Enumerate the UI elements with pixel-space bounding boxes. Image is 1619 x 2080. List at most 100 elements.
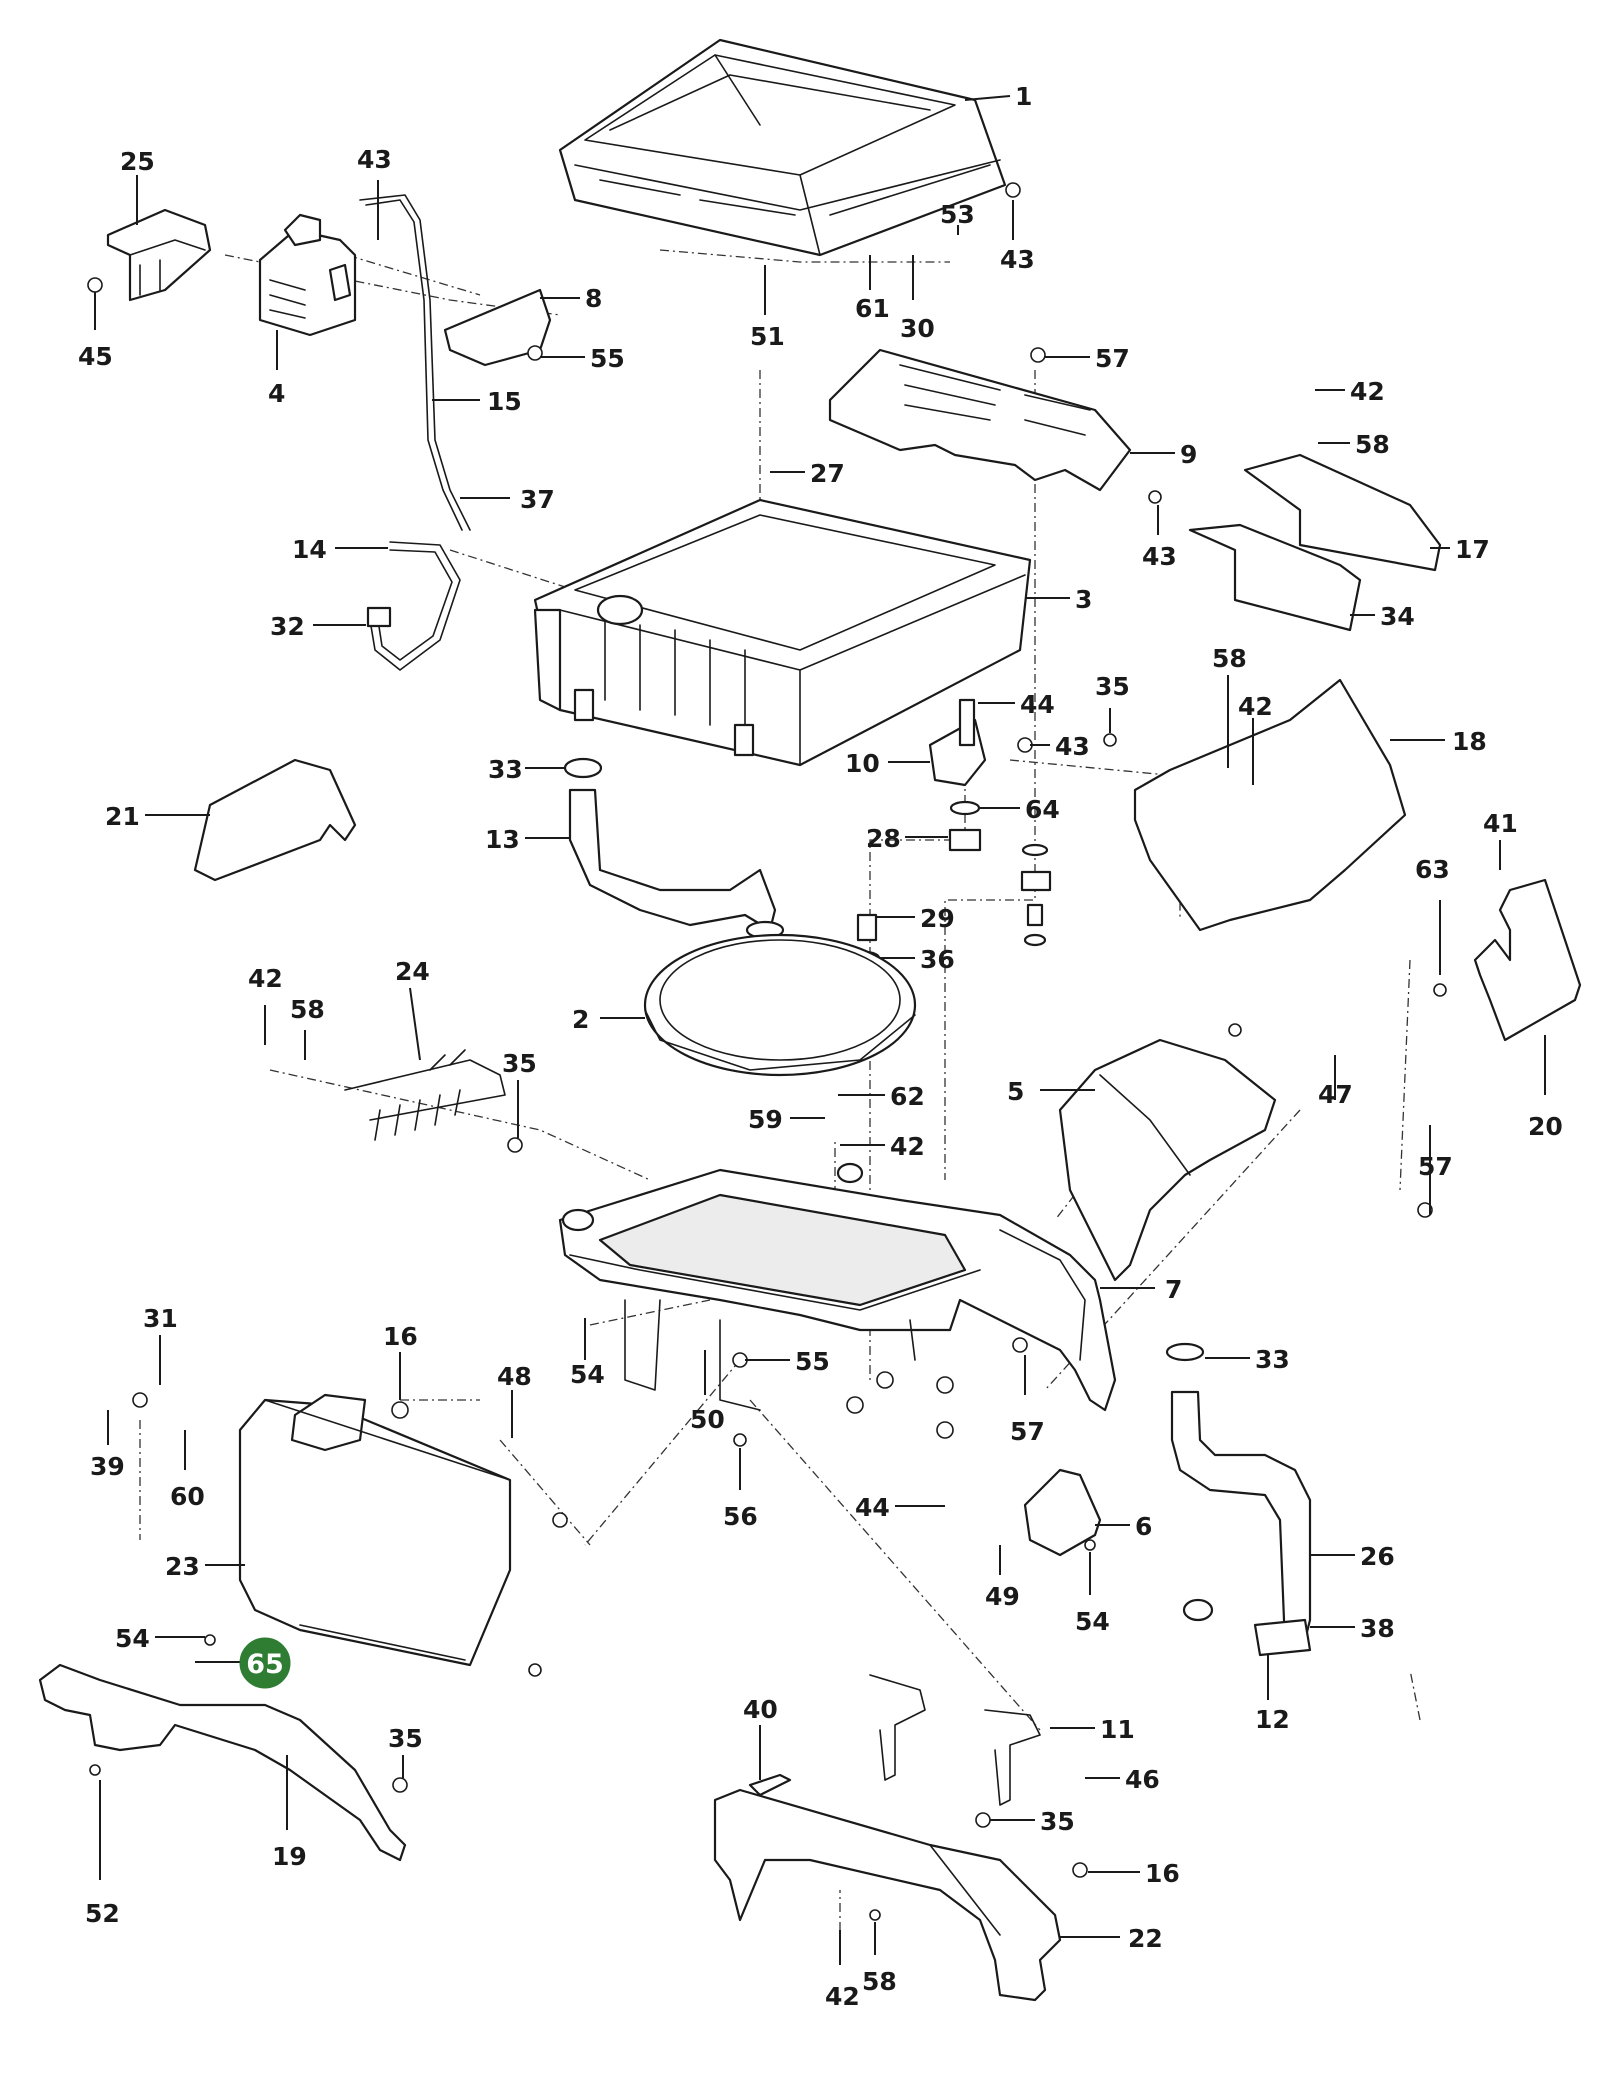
part-13-lower-hose xyxy=(563,757,785,940)
callout-29: 29 xyxy=(920,904,955,933)
part-34-shield xyxy=(1188,523,1362,632)
callout-63: 63 xyxy=(1415,855,1450,884)
part-18-side-shield xyxy=(1133,678,1407,932)
part-1-top-grille xyxy=(558,38,1007,257)
callout-33: 33 xyxy=(1255,1345,1290,1374)
callout-35: 35 xyxy=(1095,672,1130,701)
part-14-hose xyxy=(366,541,461,671)
part-11-brackets xyxy=(869,1674,1041,1806)
callout-42: 42 xyxy=(248,964,283,993)
callout-21: 21 xyxy=(105,802,140,831)
callout-64: 64 xyxy=(1025,795,1060,824)
callout-28: 28 xyxy=(866,824,901,853)
callout-18: 18 xyxy=(1452,727,1487,756)
callout-11: 11 xyxy=(1100,1715,1135,1744)
part-2-fan-ring xyxy=(643,933,917,1077)
callout-16: 16 xyxy=(383,1322,418,1351)
part-7-main-frame xyxy=(558,1162,1117,1412)
callout-9: 9 xyxy=(1180,440,1197,469)
callout-57: 57 xyxy=(1095,344,1130,373)
part-21-guard xyxy=(193,758,357,882)
part-26-upper-hose xyxy=(1165,1342,1312,1657)
callout-12: 12 xyxy=(1255,1705,1290,1734)
highlight-circle[interactable] xyxy=(239,1637,291,1689)
callout-57: 57 xyxy=(1418,1152,1453,1181)
part-callouts: 1 43 53 61 30 51 25 43 8 55 45 4 15 37 5… xyxy=(78,82,1563,2011)
callout-13: 13 xyxy=(485,825,520,854)
callout-50: 50 xyxy=(690,1405,725,1434)
part-15-hose xyxy=(359,194,471,531)
callout-8: 8 xyxy=(585,284,602,313)
callout-41: 41 xyxy=(1483,809,1518,838)
callout-30: 30 xyxy=(900,314,935,343)
callout-5: 5 xyxy=(1007,1077,1024,1106)
callout-43: 43 xyxy=(1142,542,1177,571)
callout-54: 54 xyxy=(1075,1607,1110,1636)
callout-44: 44 xyxy=(855,1493,890,1522)
callout-38: 38 xyxy=(1360,1614,1395,1643)
callout-62: 62 xyxy=(890,1082,925,1111)
callout-58: 58 xyxy=(1212,644,1247,673)
callout-4: 4 xyxy=(268,379,285,408)
callout-37: 37 xyxy=(520,485,555,514)
callout-1: 1 xyxy=(1015,82,1032,111)
callout-23: 23 xyxy=(165,1552,200,1581)
callout-56: 56 xyxy=(723,1502,758,1531)
callout-44: 44 xyxy=(1020,690,1055,719)
highlight-label[interactable]: 65 xyxy=(246,1649,284,1680)
callout-58: 58 xyxy=(862,1967,897,1996)
callout-33: 33 xyxy=(488,755,523,784)
callout-7: 7 xyxy=(1165,1275,1182,1304)
callout-36: 36 xyxy=(920,945,955,974)
part-3-radiator xyxy=(533,498,1032,767)
spacers-28-29-36-64 xyxy=(849,800,1052,966)
callout-27: 27 xyxy=(810,459,845,488)
callout-42: 42 xyxy=(890,1132,925,1161)
callout-24: 24 xyxy=(395,957,430,986)
part-5-air-duct xyxy=(1058,1038,1277,1282)
callout-19: 19 xyxy=(272,1842,307,1871)
part-23-box-cover xyxy=(238,1393,512,1667)
part-4-coolant-tank xyxy=(258,213,357,337)
callout-59: 59 xyxy=(748,1105,783,1134)
callout-17: 17 xyxy=(1455,535,1490,564)
callout-60: 60 xyxy=(170,1482,205,1511)
callout-58: 58 xyxy=(1355,430,1390,459)
callout-39: 39 xyxy=(90,1452,125,1481)
callout-43: 43 xyxy=(1055,732,1090,761)
callout-20: 20 xyxy=(1528,1112,1563,1141)
callout-22: 22 xyxy=(1128,1924,1163,1953)
part-20-bracket xyxy=(1473,878,1582,1042)
part-19-side-rail xyxy=(38,1663,407,1862)
callout-35: 35 xyxy=(502,1049,537,1078)
callout-58: 58 xyxy=(290,995,325,1024)
callout-26: 26 xyxy=(1360,1542,1395,1571)
callout-55: 55 xyxy=(795,1347,830,1376)
callout-42: 42 xyxy=(1350,377,1385,406)
callout-57: 57 xyxy=(1010,1417,1045,1446)
callout-49: 49 xyxy=(985,1582,1020,1611)
callout-32: 32 xyxy=(270,612,305,641)
callout-55: 55 xyxy=(590,344,625,373)
part-25-bracket xyxy=(106,208,212,302)
highlighted-callout-65[interactable]: 65 xyxy=(195,1637,291,1689)
part-9-support-bracket xyxy=(828,348,1132,492)
callout-31: 31 xyxy=(143,1304,178,1333)
callout-46: 46 xyxy=(1125,1765,1160,1794)
callout-54: 54 xyxy=(570,1360,605,1389)
callout-3: 3 xyxy=(1075,585,1092,614)
callout-10: 10 xyxy=(845,749,880,778)
callout-43: 43 xyxy=(357,145,392,174)
part-24-comb-guard xyxy=(344,1049,506,1141)
callout-15: 15 xyxy=(487,387,522,416)
callout-42: 42 xyxy=(1238,692,1273,721)
callout-53: 53 xyxy=(940,200,975,229)
callout-43: 43 xyxy=(1000,245,1035,274)
callout-14: 14 xyxy=(292,535,327,564)
callout-16: 16 xyxy=(1145,1859,1180,1888)
callout-35: 35 xyxy=(1040,1807,1075,1836)
callout-47: 47 xyxy=(1318,1080,1353,1109)
part-10-bracket xyxy=(928,698,987,787)
callout-34: 34 xyxy=(1380,602,1415,631)
